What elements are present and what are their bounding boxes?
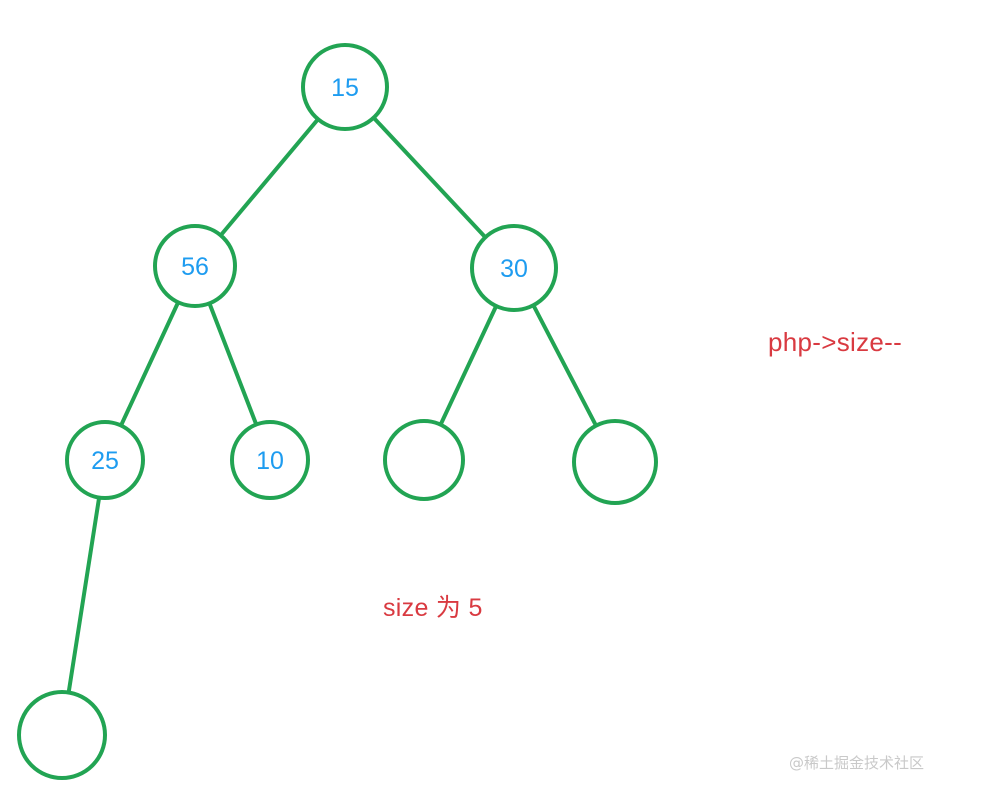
tree-edge-n25-e3 xyxy=(66,494,102,696)
node-circle xyxy=(153,224,237,308)
node-circle xyxy=(470,224,558,312)
tree-edge-n15-n56 xyxy=(218,116,321,239)
tree-node-25[interactable]: 25 xyxy=(65,420,145,500)
node-circle xyxy=(572,419,658,505)
tree-node-10[interactable]: 10 xyxy=(230,420,310,500)
node-label: 30 xyxy=(500,255,528,283)
tree-node-e1[interactable] xyxy=(383,419,465,501)
node-circle xyxy=(301,43,389,131)
node-label: 56 xyxy=(181,253,209,281)
tree-node-e3[interactable] xyxy=(17,690,107,780)
tree-node-e2[interactable] xyxy=(572,419,658,505)
node-label: 15 xyxy=(331,74,359,102)
annotation-size-value: size 为 5 xyxy=(383,594,483,622)
tree-node-30[interactable]: 30 xyxy=(470,224,558,312)
annotation-size-decrement: php->size-- xyxy=(768,327,903,357)
tree-edge-n30-e1 xyxy=(438,303,499,428)
watermark: @稀土掘金技术社区 xyxy=(789,754,925,772)
node-label: 25 xyxy=(91,447,119,475)
tree-node-56[interactable]: 56 xyxy=(153,224,237,308)
tree-edge-n56-n25 xyxy=(118,299,181,429)
tree-edge-n15-n30 xyxy=(370,114,489,241)
node-circle xyxy=(65,420,145,500)
node-circle xyxy=(230,420,310,500)
node-circle xyxy=(383,419,465,501)
tree-edge-n56-n10 xyxy=(207,300,259,428)
node-circle xyxy=(17,690,107,780)
tree-edge-n30-e2 xyxy=(530,302,599,429)
tree-node-15[interactable]: 15 xyxy=(301,43,389,131)
node-label: 10 xyxy=(256,447,284,475)
